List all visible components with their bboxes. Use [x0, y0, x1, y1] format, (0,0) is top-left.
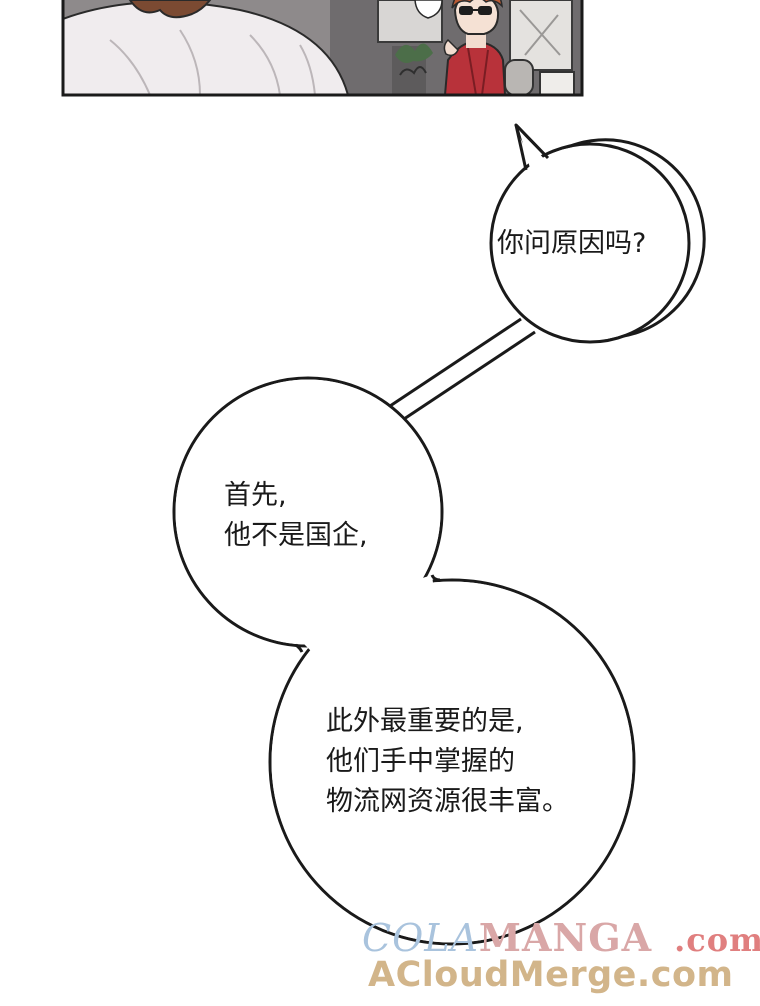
speech-bubble-explanation	[172, 376, 636, 946]
background-character	[443, 0, 507, 95]
comic-panel	[61, 0, 584, 97]
watermark-mirror: ACloudMerge.com	[368, 955, 734, 995]
watermark-brand: COLAMANGA .com	[362, 915, 760, 960]
watermark-brand-part1: COLA	[362, 916, 479, 960]
speech-bubble-question	[489, 123, 706, 344]
foreground-character	[63, 0, 350, 95]
bubble-connector	[388, 317, 538, 422]
bubble-text-main-reason: 此外最重要的是, 他们手中掌握的 物流网资源很丰富。	[326, 706, 569, 817]
watermark-brand-part2: MANGA	[478, 915, 653, 960]
bubble-text-question: 你问原因吗?	[497, 228, 647, 259]
watermark-brand-suffix: .com	[674, 921, 760, 959]
bubble-text-first-reason: 首先, 他不是国企,	[224, 480, 368, 551]
plant	[392, 43, 433, 95]
